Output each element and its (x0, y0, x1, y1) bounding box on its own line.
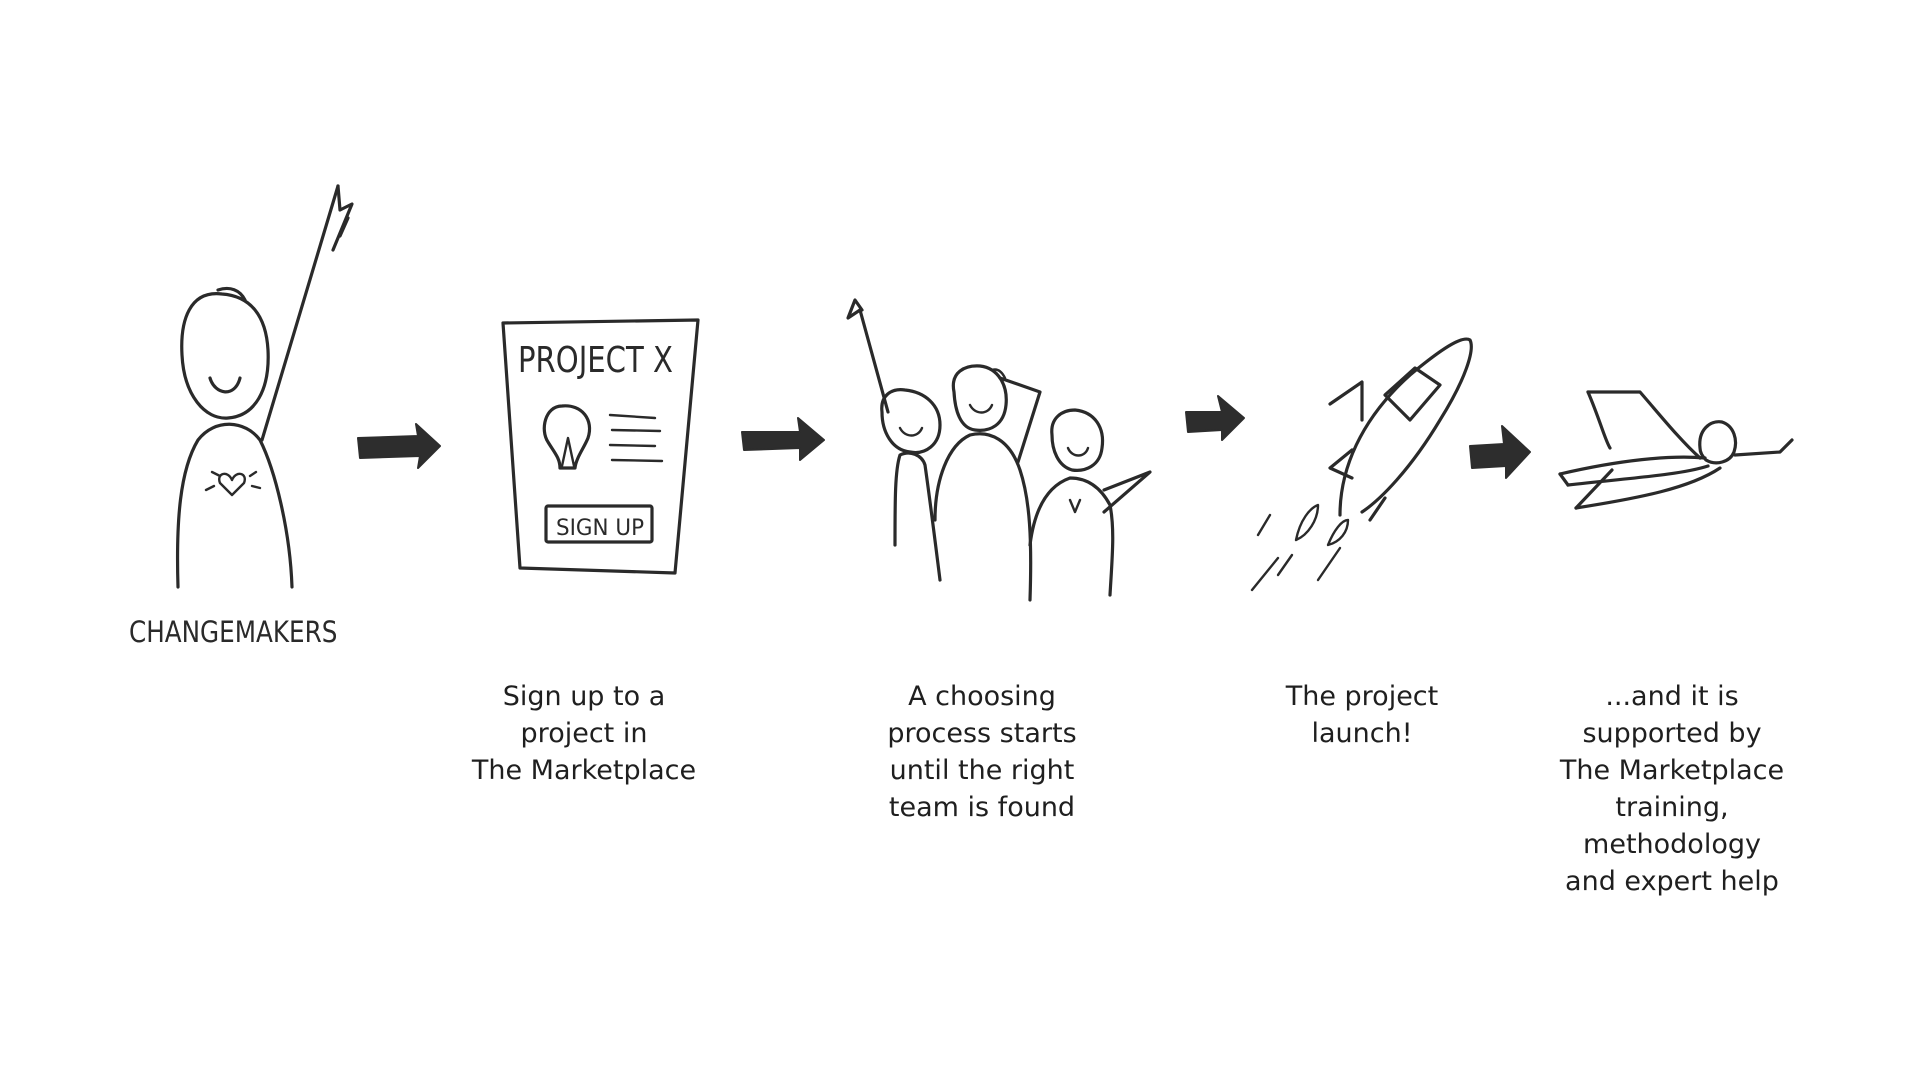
team-figures-icon (846, 298, 1152, 602)
arrow-right-icon (1469, 425, 1531, 479)
arrow-right-icon (741, 417, 825, 461)
document-sign-up-label: SIGN UP (556, 516, 644, 541)
arrow-right-icon (1185, 395, 1245, 441)
rocket-icon (1250, 337, 1473, 592)
changemaker-figure (175, 184, 354, 589)
caption-support: ...and it is supported by The Marketplac… (1559, 681, 1785, 897)
changemakers-label: CHANGEMAKERS (129, 615, 338, 649)
caption-project-launch: The project launch! (1285, 681, 1439, 749)
arrow-right-icon (357, 423, 441, 469)
flying-hero-icon (1558, 390, 1794, 510)
caption-choosing-process: A choosing process starts until the righ… (887, 681, 1077, 823)
document-title: PROJECT X (518, 340, 673, 381)
project-document-icon (501, 318, 700, 575)
caption-sign-up: Sign up to a project in The Marketplace (471, 681, 697, 786)
